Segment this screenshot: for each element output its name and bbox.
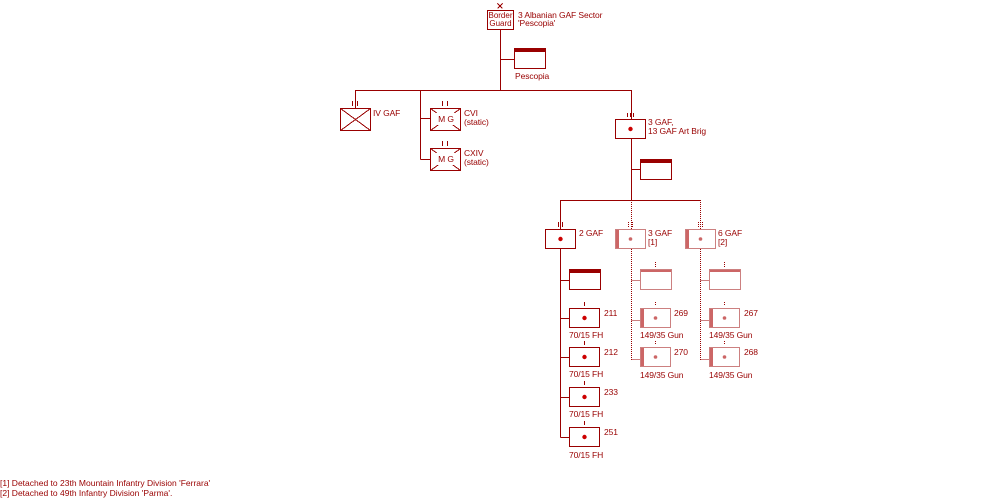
bty-268-dot [722, 355, 727, 359]
gaf2-dot [558, 236, 563, 242]
bty-212-dot [582, 354, 587, 360]
bty-269-number: 269 [674, 308, 688, 318]
hq-symbol-text: Border Guard [488, 12, 513, 28]
bty-270-dot [653, 355, 658, 359]
cxiv-symbol [430, 141, 461, 171]
bty-269-weapon: 149/35 Gun [640, 330, 684, 340]
bty-269-dot [653, 316, 658, 320]
art-brig-label-line2: 13 GAF Art Brig [648, 126, 707, 136]
bty-233-weapon: 70/15 FH [569, 409, 604, 419]
cvi-symbol-text: M G [438, 114, 454, 124]
bty-268-weapon: 149/35 Gun [709, 370, 753, 380]
hq-symbol-line2: Guard [489, 19, 512, 28]
hq-label-line1: 3 Albanian GAF Sector [518, 10, 603, 20]
bty-270-number: 270 [674, 347, 688, 357]
gaf3-label-line1: 3 GAF [648, 228, 673, 238]
art-brig-hq-symbol [640, 159, 672, 180]
gaf6-label-line1: 6 GAF [718, 228, 743, 238]
hq-coy-symbol [514, 48, 546, 69]
bty-251-weapon: 70/15 FH [569, 450, 604, 460]
bty-251-number: 251 [604, 427, 618, 437]
bty-270-weapon: 149/35 Gun [640, 370, 684, 380]
bty-267-weapon: 149/35 Gun [709, 330, 753, 340]
cxiv-label-line2: (static) [464, 157, 489, 167]
art-brig-dot [628, 126, 633, 132]
cvi-label-line1: CVI [464, 108, 478, 118]
bty-267-dot [722, 316, 727, 320]
bty-211-dot [582, 315, 587, 321]
iv-gaf-label: IV GAF [373, 108, 401, 118]
bty-233-number: 233 [604, 387, 618, 397]
cxiv-label-line1: CXIV [464, 148, 484, 158]
gaf6-dot [698, 237, 703, 241]
cxiv-symbol-text: M G [438, 154, 454, 164]
bty-267-number: 267 [744, 308, 758, 318]
hq-coy-label: Pescopia [515, 71, 550, 81]
gaf2-hq-symbol [569, 269, 601, 290]
gaf2-label: 2 GAF [579, 228, 604, 238]
gaf6-label-line2: [2] [718, 237, 728, 247]
cvi-label-line2: (static) [464, 117, 489, 127]
art-brig-label-line1: 3 GAF, [648, 117, 674, 127]
cvi-symbol [430, 101, 461, 131]
hq-symbol-line1: Border [488, 11, 513, 20]
art-brig-symbol [615, 113, 646, 139]
bty-233-dot [582, 394, 587, 400]
footnote-2: [2] Detached to 49th Infantry Division '… [0, 488, 173, 498]
gaf3-label-line2: [1] [648, 237, 658, 247]
bty-212-weapon: 70/15 FH [569, 369, 604, 379]
gaf3-hq-symbol [640, 269, 672, 290]
bty-211-number: 211 [604, 308, 618, 318]
footnote-1: [1] Detached to 23th Mountain Infantry D… [0, 478, 211, 488]
gaf3-dot [628, 237, 633, 241]
bty-211-weapon: 70/15 FH [569, 330, 604, 340]
iv-gaf-symbol [340, 101, 371, 131]
hq-label-line2: 'Pescopia' [518, 18, 556, 28]
bty-251-dot [582, 434, 587, 440]
bty-268-number: 268 [744, 347, 758, 357]
sector-hq-symbol [487, 3, 514, 30]
bty-212-number: 212 [604, 347, 618, 357]
gaf6-hq-symbol [709, 269, 741, 290]
